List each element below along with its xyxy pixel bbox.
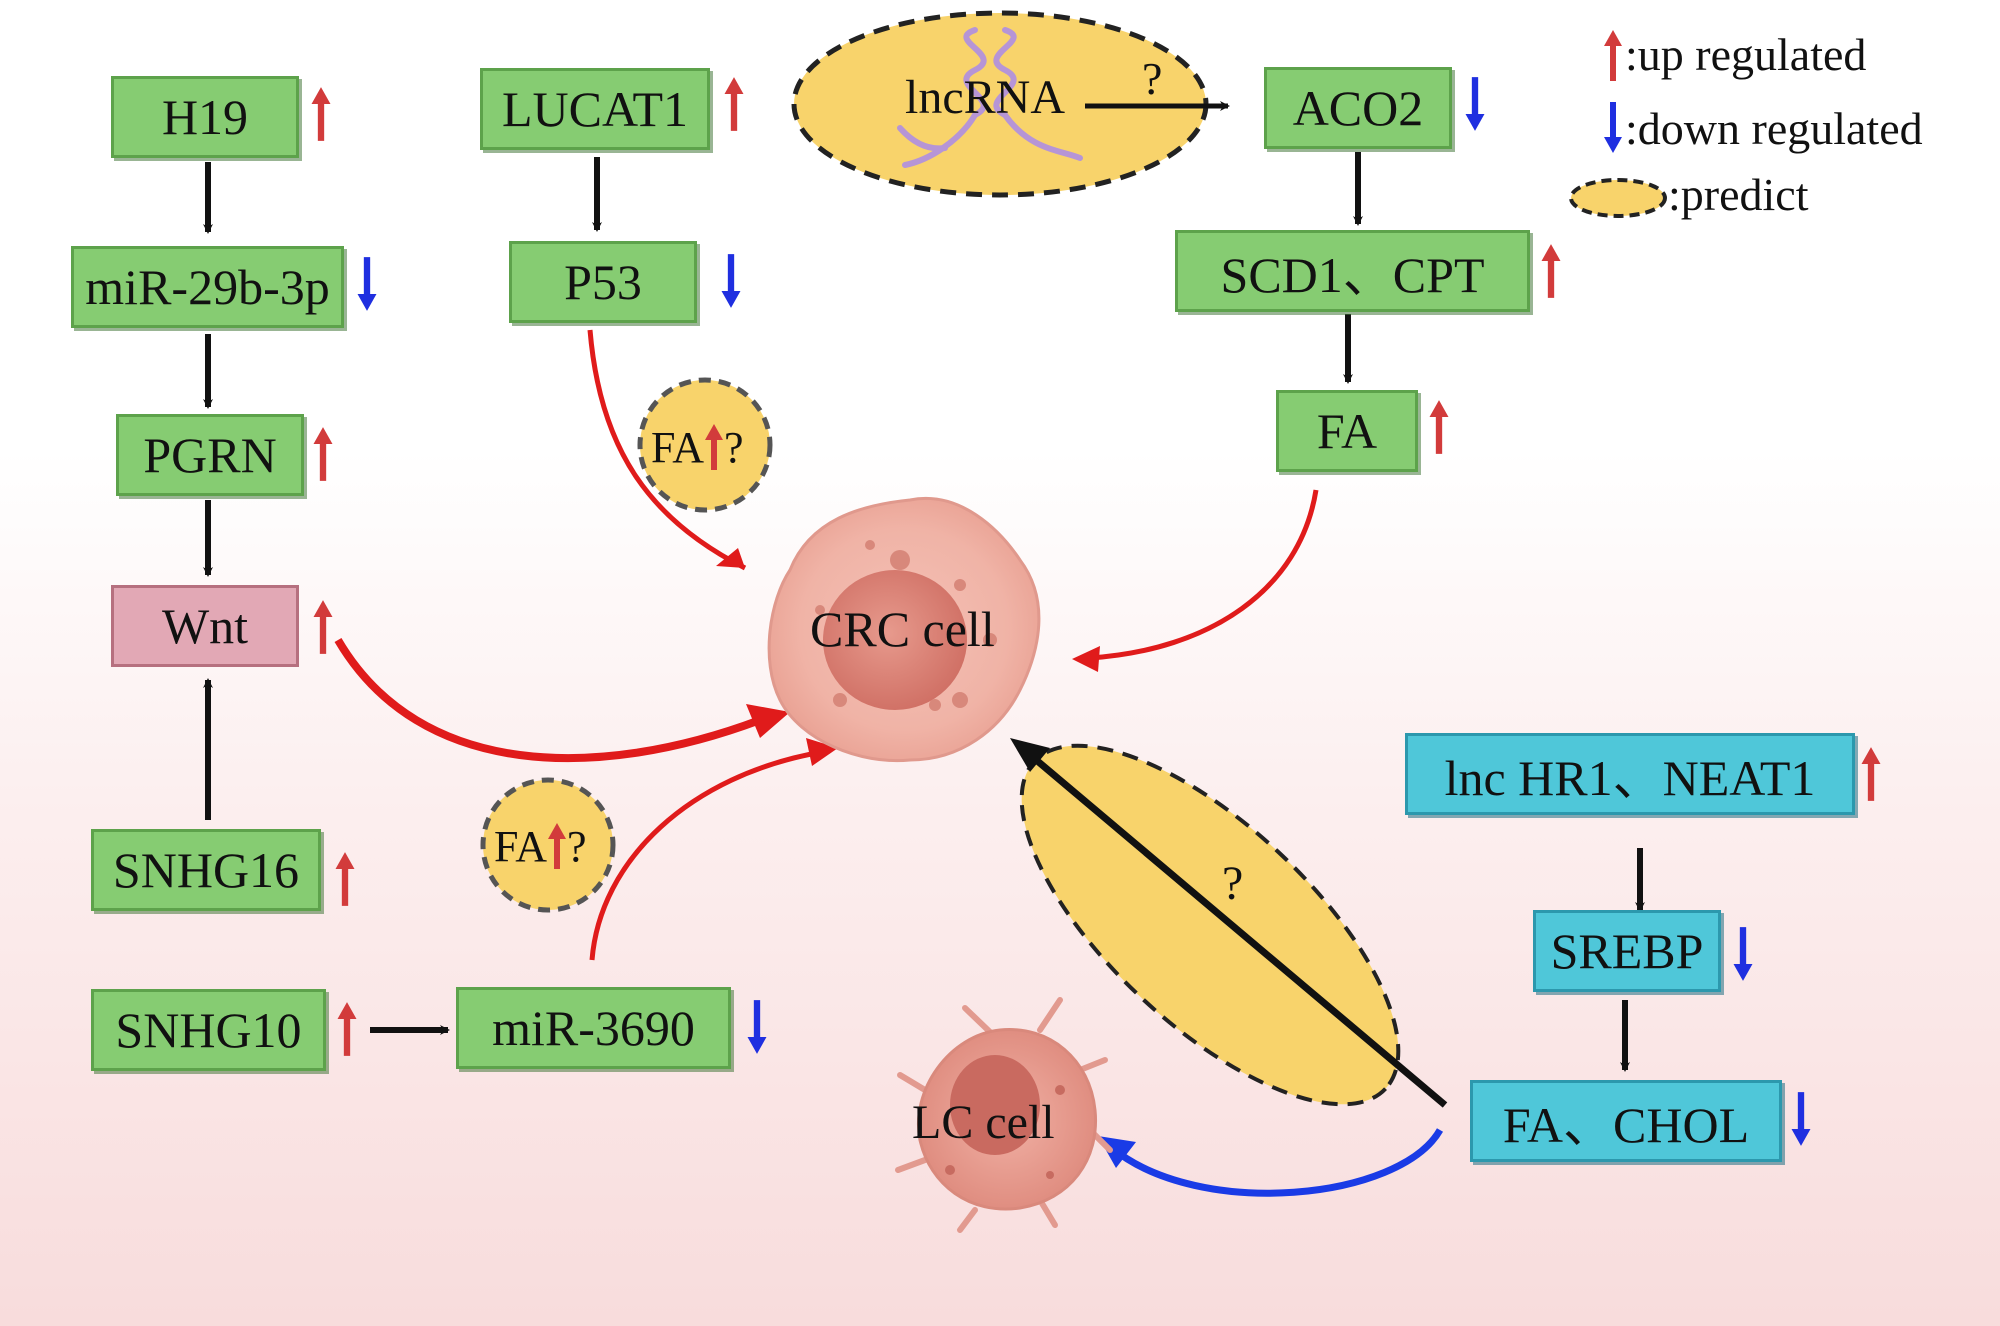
- legend-down-label: :down regulated: [1625, 103, 1923, 154]
- node-fa-label: FA: [1316, 403, 1378, 459]
- up-arrow-icon-lucat1: [724, 77, 744, 131]
- legend-up-arrow-icon: [1604, 30, 1622, 81]
- legend-up-label: :up regulated: [1625, 29, 1867, 80]
- node-scd1-cpt: SCD1、CPT: [1175, 230, 1530, 312]
- node-snhg16: SNHG16: [91, 829, 321, 911]
- down-arrow-icon-aco2: [1465, 77, 1485, 131]
- red-links: [334, 329, 1319, 961]
- node-mir-3690: miR-3690: [456, 987, 731, 1069]
- down-arrow-icon-srebp: [1733, 927, 1753, 981]
- fa-predict-circle-top: [637, 377, 773, 513]
- blue-link: [1098, 1128, 1444, 1197]
- up-arrow-icon-h19: [311, 87, 331, 141]
- lncrna-question-mark: ?: [1142, 53, 1163, 104]
- node-snhg10-label: SNHG10: [115, 1002, 302, 1058]
- big-predict-question-mark: ?: [1222, 857, 1244, 910]
- fa-predict-bottom-label: FA: [494, 822, 547, 871]
- black-flow-arrows: [203, 152, 1645, 1072]
- node-scd1-cpt-label: SCD1、CPT: [1220, 247, 1485, 303]
- fa-predict-top-label: FA: [651, 423, 704, 472]
- node-h19: H19: [111, 76, 299, 158]
- node-aco2-label: ACO2: [1292, 80, 1424, 136]
- node-p53-label: P53: [564, 254, 642, 310]
- node-lnc-hr1-neat1: lnc HR1、NEAT1: [1405, 733, 1855, 815]
- node-fa-chol: FA、CHOL: [1470, 1080, 1782, 1162]
- up-arrow-icon-scd1-cpt: [1541, 244, 1561, 298]
- down-arrow-icon-mir29b: [357, 257, 377, 311]
- lc-cell-image: [895, 997, 1113, 1233]
- lncrna-predict-ellipse: [791, 10, 1230, 198]
- down-arrow-icon-p53: [721, 254, 741, 308]
- node-pgrn-label: PGRN: [143, 427, 277, 483]
- fa-predict-top-text: FA?: [651, 422, 744, 473]
- down-arrow-icon-mir3690: [747, 1000, 767, 1054]
- up-arrow-icon-lnc-hr1-neat1: [1861, 747, 1881, 801]
- legend-predict-swatch: [1569, 178, 1667, 218]
- down-arrow-icon-fa-chol: [1791, 1092, 1811, 1146]
- node-mir-29b-3p-label: miR-29b-3p: [85, 259, 330, 315]
- node-aco2: ACO2: [1264, 67, 1452, 149]
- up-arrow-icon-snhg16: [335, 852, 355, 906]
- node-lucat1-label: LUCAT1: [501, 81, 689, 137]
- up-arrow-icon: [547, 823, 566, 869]
- rna-strand-icon: [897, 27, 1083, 168]
- legend-predict-label: :predict: [1668, 169, 1809, 220]
- node-fa: FA: [1276, 390, 1418, 472]
- up-arrow-icon: [704, 424, 723, 470]
- fa-predict-circle-bottom: [480, 777, 616, 913]
- fa-predict-top-question: ?: [723, 423, 744, 472]
- node-srebp: SREBP: [1533, 910, 1721, 992]
- legend-down-arrow-icon: [1604, 102, 1622, 153]
- fa-predict-bottom-question: ?: [566, 822, 587, 871]
- up-arrow-icon-pgrn: [313, 427, 333, 481]
- node-fa-chol-label: FA、CHOL: [1502, 1097, 1750, 1153]
- node-wnt: Wnt: [111, 585, 299, 667]
- node-snhg16-label: SNHG16: [112, 842, 300, 898]
- lncrna-label: lncRNA: [905, 71, 1065, 124]
- lc-cell-label: LC cell: [912, 1096, 1055, 1149]
- node-wnt-label: Wnt: [161, 598, 249, 654]
- node-pgrn: PGRN: [116, 414, 304, 496]
- node-mir-29b-3p: miR-29b-3p: [71, 246, 344, 328]
- node-srebp-label: SREBP: [1550, 923, 1704, 979]
- crc-cell-label: CRC cell: [810, 601, 995, 657]
- up-arrow-icon-wnt: [313, 600, 333, 654]
- up-arrow-icon-snhg10: [337, 1002, 357, 1056]
- fa-predict-bottom-text: FA?: [494, 821, 587, 872]
- node-mir-3690-label: miR-3690: [492, 1000, 695, 1056]
- node-snhg10: SNHG10: [91, 989, 326, 1071]
- node-lucat1: LUCAT1: [480, 68, 710, 150]
- node-h19-label: H19: [161, 89, 249, 145]
- node-p53: P53: [509, 241, 697, 323]
- crc-cell-image: [767, 497, 1041, 763]
- node-lnc-hr1-neat1-label: lnc HR1、NEAT1: [1444, 750, 1816, 806]
- crc-lc-predict-ellipse: [1010, 738, 1448, 1108]
- up-arrow-icon-fa: [1429, 400, 1449, 454]
